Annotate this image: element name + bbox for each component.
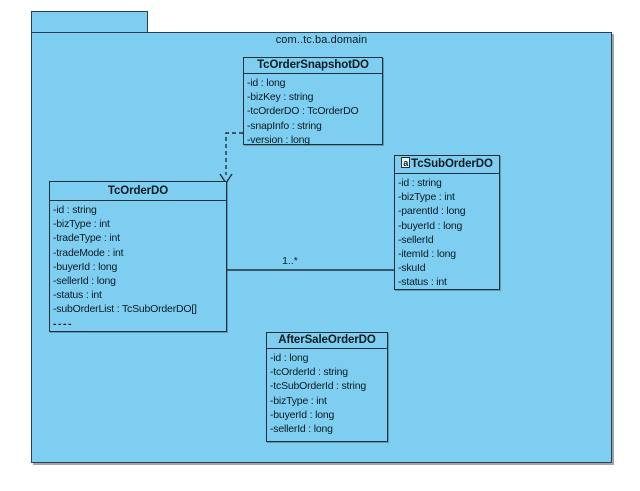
class-attribute: -id : long [247, 77, 286, 89]
package-name-label: com..tc.ba.domain [275, 34, 368, 46]
class-attribute: -buyerId : long [53, 260, 118, 273]
class-attribute: -sellerId : long [53, 275, 116, 288]
abstract-badge-icon: a [401, 157, 411, 168]
class-attribute: -bizType : int [270, 394, 327, 407]
attribute-compartment: -id : string -bizType : int -tradeType :… [50, 201, 226, 331]
class-attribute: -itemId : long [398, 248, 456, 261]
class-title: AfterSaleOrderDO [267, 333, 387, 349]
class-title: TcOrderSnapshotDO [244, 58, 382, 74]
attribute-compartment: -id : long -tcOrderId : string -tcSubOrd… [267, 349, 387, 436]
class-attribute: -bizType : int [398, 191, 455, 204]
class-attribute: -tcOrderDO : TcOrderDO [247, 105, 359, 118]
class-title-text: TcSubOrderDO [411, 158, 493, 170]
compartment-separator-dashes: ---- [53, 317, 73, 330]
class-attribute: -tcOrderId : string [270, 366, 348, 379]
package-folder-tab [31, 11, 148, 33]
class-attribute: -buyerId : long [270, 408, 335, 421]
class-attribute: -id : string [53, 204, 97, 216]
class-attribute: -subOrderList : TcSubOrderDO[] [53, 303, 197, 316]
class-attribute: -buyerId : long [398, 219, 463, 232]
class-title: TcOrderDO [50, 182, 226, 201]
attribute-compartment: -id : string -bizType : int -parentId : … [395, 174, 499, 290]
class-attribute: -tradeType : int [53, 232, 120, 245]
class-attribute: -bizKey : string [247, 91, 314, 104]
class-box-tcordersnapshotdo: TcOrderSnapshotDO -id : long -bizKey : s… [243, 57, 383, 147]
class-attribute: -version : long [247, 133, 310, 146]
class-attribute: -status : int [53, 289, 102, 302]
class-attribute: -status : int [398, 276, 447, 289]
class-box-aftersaleorderdo: AfterSaleOrderDO -id : long -tcOrderId :… [266, 332, 388, 442]
class-attribute: -sellerId : long [270, 423, 333, 436]
class-attribute: -tradeMode : int [53, 246, 124, 259]
class-attribute: -skuId [398, 262, 426, 275]
attribute-compartment: -id : long -bizKey : string -tcOrderDO :… [244, 74, 382, 147]
class-attribute: -id : long [270, 352, 309, 364]
class-attribute: -sellerId [398, 233, 434, 246]
class-attribute: -snapInfo : string [247, 119, 322, 132]
class-attribute: -tcSubOrderId : string [270, 380, 366, 393]
class-box-tcorderdo: TcOrderDO -id : string -bizType : int -t… [49, 181, 227, 332]
class-attribute: -id : string [398, 177, 442, 189]
association-multiplicity-label: 1..* [282, 255, 298, 267]
class-attribute: -bizType : int [53, 218, 110, 231]
class-attribute: -parentId : long [398, 205, 466, 218]
